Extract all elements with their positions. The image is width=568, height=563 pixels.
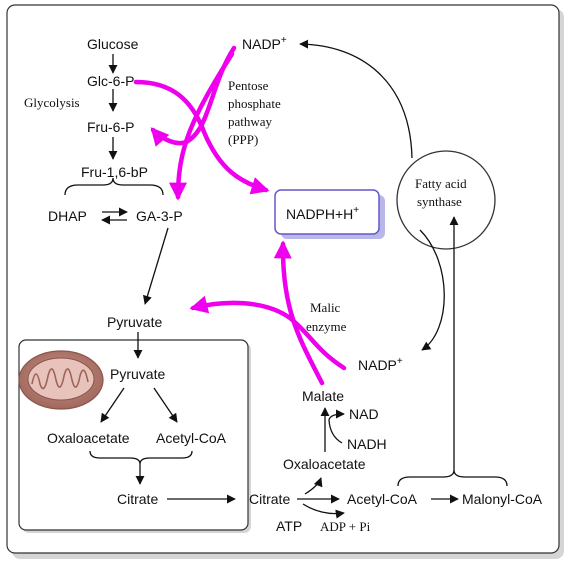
label-adp-pi: ADP + Pi bbox=[320, 519, 371, 534]
label-ppp-line3: pathway bbox=[228, 114, 273, 129]
label-ppp-line2: phosphate bbox=[228, 96, 281, 111]
label-glc6p: Glc-6-P bbox=[87, 73, 134, 89]
brace-fru16bp-split bbox=[64, 177, 164, 196]
label-fru16bp: Fru-1,6-bP bbox=[81, 164, 148, 180]
nadp-top-text: NADP bbox=[242, 36, 281, 52]
arrow-nadh-to-nad bbox=[328, 409, 345, 444]
fatty-acid-synthase-circle bbox=[396, 150, 496, 250]
arrow-fas-to-nadp-top bbox=[299, 39, 413, 159]
label-pyruvate-mito: Pyruvate bbox=[110, 366, 165, 382]
label-malate: Malate bbox=[302, 388, 344, 404]
label-nadp-top: NADP+ bbox=[242, 35, 287, 52]
nadp-bottom-superscript: + bbox=[397, 356, 403, 367]
label-malic-enzyme-line2: enzyme bbox=[306, 319, 347, 334]
label-glycolysis: Glycolysis bbox=[24, 95, 80, 110]
label-fas-line2: synthase bbox=[417, 194, 462, 209]
label-pyruvate-cyto: Pyruvate bbox=[107, 314, 162, 330]
label-atp: ATP bbox=[276, 518, 302, 534]
mitochondrion-icon bbox=[18, 350, 104, 410]
label-malonylcoa: Malonyl-CoA bbox=[462, 491, 543, 507]
magenta-arrow-ppp-to-fru6p bbox=[150, 45, 237, 147]
label-citrate-mito: Citrate bbox=[117, 491, 158, 507]
label-acetylcoa-cyto: Acetyl-CoA bbox=[347, 491, 418, 507]
arrow-ga3p-to-pyruvate bbox=[143, 227, 169, 305]
label-oxaloacetate-mito: Oxaloacetate bbox=[47, 430, 130, 446]
label-fru6p: Fru-6-P bbox=[87, 119, 134, 135]
label-fas-line1: Fatty acid bbox=[415, 176, 467, 191]
label-nadp-bottom: NADP+ bbox=[358, 356, 403, 373]
label-acetylcoa-mito: Acetyl-CoA bbox=[156, 430, 227, 446]
magenta-arrow-ppp-to-nadph bbox=[133, 79, 270, 195]
label-malic-enzyme-line1: Malic bbox=[310, 300, 341, 315]
arrow-pyruvate-to-oxaloacetate bbox=[100, 387, 125, 423]
magenta-arrow-malic-to-pyruvate bbox=[189, 295, 347, 371]
arrow-pyruvate-to-acetylcoa bbox=[153, 387, 178, 423]
nadp-top-superscript: + bbox=[281, 35, 287, 46]
nadph-text: NADPH+H bbox=[286, 206, 353, 222]
label-oxaloacetate-cyto: Oxaloacetate bbox=[283, 456, 366, 472]
label-nadh: NADH bbox=[347, 436, 387, 452]
label-ppp-line4: (PPP) bbox=[228, 132, 258, 147]
label-citrate-cyto: Citrate bbox=[249, 491, 290, 507]
nadph-box bbox=[274, 189, 380, 235]
label-nadph: NADPH+H+ bbox=[286, 205, 359, 222]
label-nad: NAD bbox=[349, 406, 379, 422]
arrow-atp-to-adp bbox=[302, 503, 345, 519]
label-glucose: Glucose bbox=[87, 36, 139, 52]
arrow-fas-to-nadp-bottom bbox=[419, 229, 445, 351]
label-ga3p: GA-3-P bbox=[136, 208, 183, 224]
nadph-superscript: + bbox=[353, 205, 359, 216]
arrow-citrate-to-oxaloacetate bbox=[304, 477, 323, 495]
nadp-bottom-text: NADP bbox=[358, 357, 397, 373]
label-dhap: DHAP bbox=[48, 208, 87, 224]
label-ppp-line1: Pentose bbox=[228, 78, 269, 93]
